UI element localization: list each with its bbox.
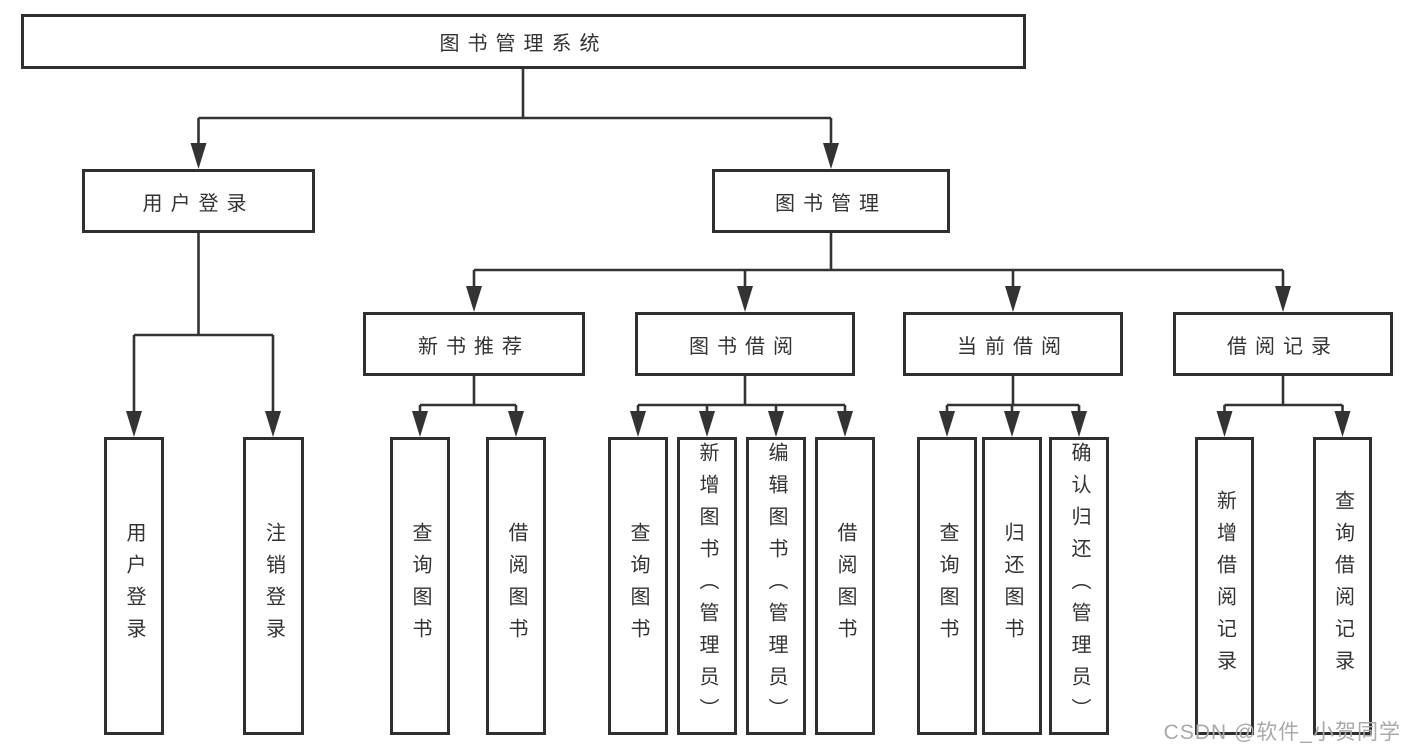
leaf-recommend-borrow-book: 借阅图书: [486, 437, 546, 735]
leaf-logout: 注销登录: [243, 437, 304, 735]
leaf-return-book: 归还图书: [982, 437, 1042, 735]
node-book-borrow: 图书借阅: [635, 312, 855, 376]
leaf-borrow-book: 借阅图书: [815, 437, 875, 735]
leaf-borrow-query-book: 查询图书: [608, 437, 668, 735]
leaf-edit-book-admin: 编辑图书（管理员）: [746, 437, 806, 735]
leaf-current-query-book: 查询图书: [917, 437, 977, 735]
leaf-confirm-return-admin: 确认归还（管理员）: [1049, 437, 1109, 735]
node-borrow-records: 借阅记录: [1173, 312, 1393, 376]
leaf-recommend-query-book: 查询图书: [390, 437, 450, 735]
node-root-system: 图书管理系统: [21, 14, 1026, 69]
node-new-book-recommend: 新书推荐: [363, 312, 585, 376]
node-book-management: 图书管理: [712, 169, 950, 233]
leaf-add-borrow-record: 新增借阅记录: [1195, 437, 1254, 735]
node-current-borrow: 当前借阅: [903, 312, 1123, 376]
leaf-query-borrow-record: 查询借阅记录: [1313, 437, 1372, 735]
node-user-login: 用户登录: [82, 169, 315, 233]
leaf-user-login: 用户登录: [104, 437, 164, 735]
leaf-add-book-admin: 新增图书（管理员）: [677, 437, 737, 735]
csdn-watermark: CSDN @软件_小贺同学: [1163, 721, 1401, 744]
